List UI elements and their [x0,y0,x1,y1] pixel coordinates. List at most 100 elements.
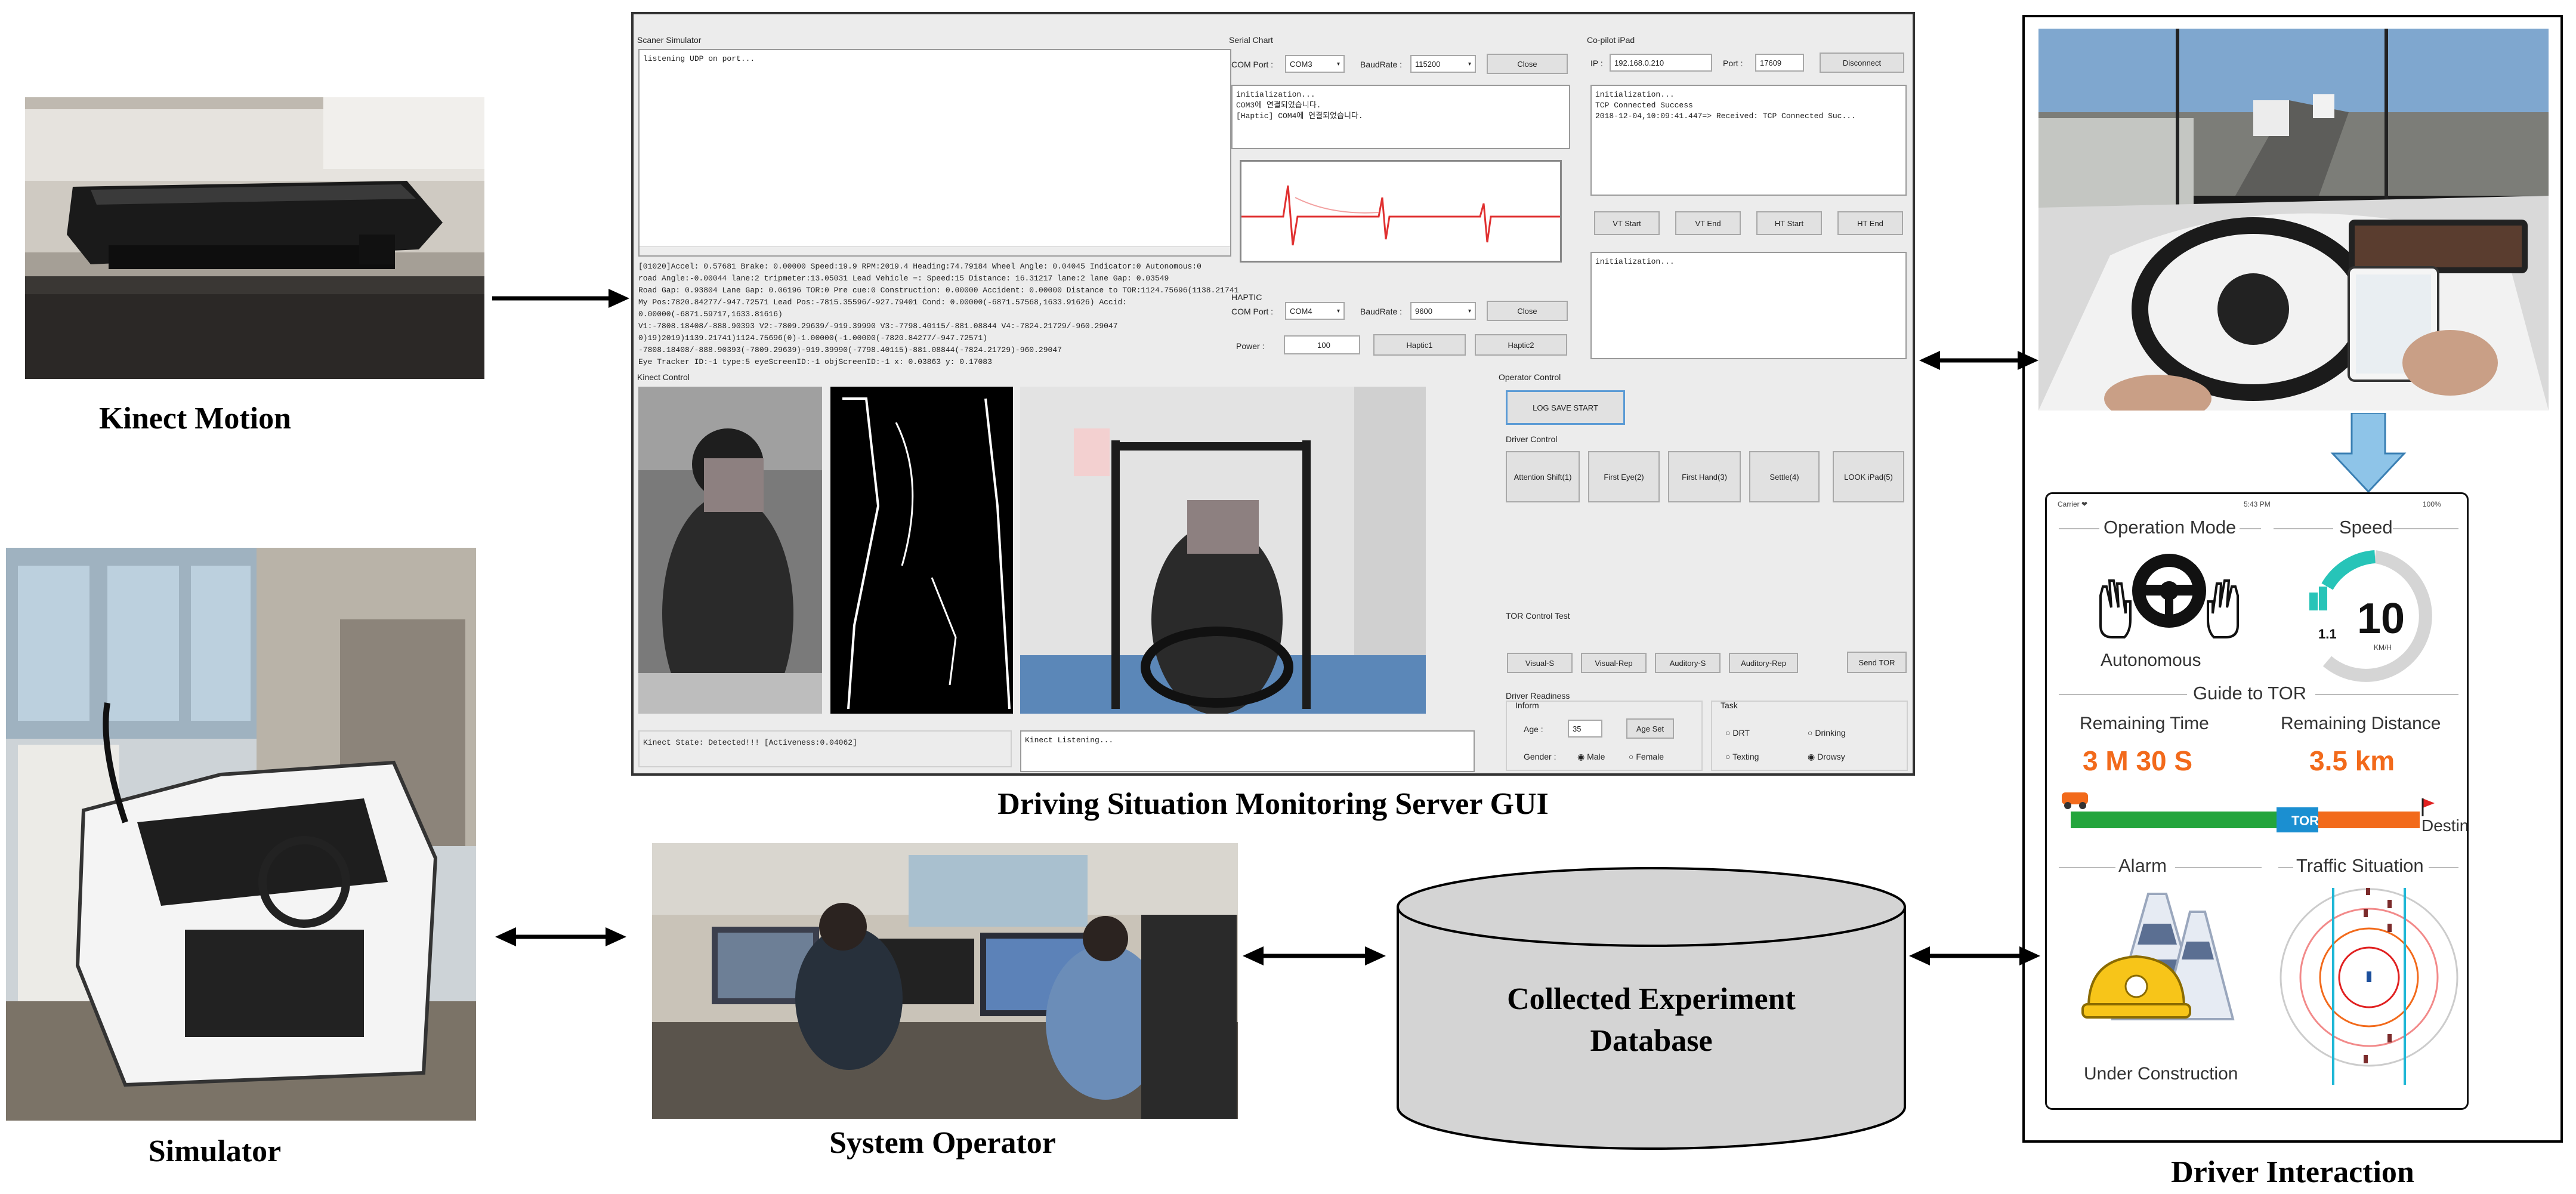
serial-baud-value: 115200 [1415,59,1441,69]
task-group [1711,701,1908,771]
destination-label: Destination [2421,816,2469,835]
serial-chart-plot [1240,160,1562,263]
scaner-status-line-3: Road Gap: 0.93804 Lane Gap: 0.06196 TOR:… [638,286,1239,295]
texting-radio[interactable]: ○ Texting [1725,752,1759,761]
scaner-log-box[interactable]: listening UDP on port... [638,49,1231,257]
serial-title: Serial Chart [1229,35,1273,45]
visual-rep-button[interactable]: Visual-Rep [1581,653,1647,673]
visual-s-button[interactable]: Visual-S [1507,653,1573,673]
haptic-power-input[interactable]: 100 [1284,335,1360,354]
serial-com-select[interactable]: COM3 ▾ [1285,55,1345,73]
radio-empty-icon: ○ [1808,728,1815,738]
haptic-com-select[interactable]: COM4▾ [1285,302,1345,320]
speed-title: Speed [2339,517,2393,538]
kinect-state-box: Kinect State: Detected!!! [Activeness:0.… [638,730,1012,767]
haptic-baud-select[interactable]: 9600▾ [1410,302,1476,320]
guide-title: Guide to TOR [2193,683,2307,704]
first-eye-button[interactable]: First Eye(2) [1588,451,1660,502]
driver-interaction-frame [2022,15,2563,1143]
serial-com-label: COM Port : [1231,60,1274,69]
haptic1-button[interactable]: Haptic1 [1373,334,1466,356]
copilot-log2-box[interactable]: initialization... [1590,252,1907,359]
chevron-down-icon: ▾ [1468,60,1471,67]
copilot-ip-input[interactable]: 192.168.0.210 [1610,54,1712,72]
serial-close-button[interactable]: Close [1487,54,1568,74]
copilot-log2-line: initialization... [1595,257,1675,266]
haptic-baud-value: 9600 [1415,306,1432,316]
auditory-rep-button[interactable]: Auditory-Rep [1729,653,1798,673]
scaner-status-line-1: [01020]Accel: 0.57681 Brake: 0.00000 Spe… [638,262,1201,271]
age-input[interactable]: 35 [1568,720,1602,738]
arrow-simulator-operator [495,927,626,946]
database-cylinder [1397,867,1906,1150]
kinect-listening-text: Kinect Listening... [1025,736,1114,745]
driver-caption: Driver Interaction [2171,1155,2414,1189]
driver-readiness-title: Driver Readiness [1506,691,1570,701]
status-left: Carrier ❤ [2058,500,2088,508]
age-set-button[interactable]: Age Set [1626,718,1674,739]
arrow-kinect-to-gui [492,289,629,308]
operator-photo [652,843,1238,1119]
first-hand-button[interactable]: First Hand(3) [1668,451,1741,502]
auditory-s-button[interactable]: Auditory-S [1655,653,1721,673]
haptic-baud-label: BaudRate : [1360,307,1403,316]
inform-label: Inform [1515,701,1539,710]
male-radio[interactable]: ◉ Male [1577,752,1605,762]
steering-wheel-icon [2099,554,2239,638]
copilot-log-box[interactable]: initialization... TCP Connected Success … [1590,85,1907,196]
autonomous-label: Autonomous [2101,650,2201,670]
serial-log-line-2: COM3에 연결되었습니다. [1236,101,1321,110]
kinect-listening-box[interactable]: Kinect Listening... [1020,730,1475,772]
speed-gauge-icon [2309,550,2432,682]
haptic-close-button[interactable]: Close [1487,301,1568,321]
serial-log-line-1: initialization... [1236,90,1315,99]
tor-progress-bar [2062,792,2435,832]
construction-icon [2081,893,2235,1020]
under-construction-label: Under Construction [2084,1064,2238,1084]
remaining-distance-label: Remaining Distance [2281,714,2441,733]
chevron-down-icon: ▾ [1336,60,1340,67]
settle-button[interactable]: Settle(4) [1749,451,1820,502]
ht-end-button[interactable]: HT End [1837,211,1903,235]
kinect-state-text: Kinect State: Detected!!! [Activeness:0.… [643,738,857,747]
drinking-radio[interactable]: ○ Drinking [1808,728,1846,738]
scaner-status-line-5: 0.00000(-6871.59717,1633.81616) [638,310,783,319]
drt-radio[interactable]: ○ DRT [1725,728,1750,738]
server-gui-window: Scaner Simulator listening UDP on port..… [631,12,1915,776]
gui-caption: Driving Situation Monitoring Server GUI [997,787,1549,821]
send-tor-button[interactable]: Send TOR [1847,652,1907,673]
operation-mode-title: Operation Mode [2104,517,2237,538]
ht-start-button[interactable]: HT Start [1756,211,1822,235]
down-arrow-icon [2330,413,2407,493]
scaner-scrollbar[interactable] [640,246,1230,255]
haptic2-button[interactable]: Haptic2 [1475,334,1567,356]
copilot-port-value: 17609 [1760,58,1782,67]
speed-unit: KM/H [2374,643,2392,652]
serial-log-box[interactable]: initialization... COM3에 연결되었습니다. [Haptic… [1231,85,1570,149]
male-label: Male [1587,752,1605,761]
vt-end-button[interactable]: VT End [1675,211,1741,235]
age-value: 35 [1573,724,1582,733]
tor-control-title: TOR Control Test [1506,611,1570,621]
copilot-disconnect-button[interactable]: Disconnect [1820,53,1904,73]
radio-checked-icon: ◉ [1577,752,1587,761]
drowsy-radio[interactable]: ◉ Drowsy [1808,752,1845,762]
serial-com-value: COM3 [1290,59,1312,69]
female-radio[interactable]: ○ Female [1629,752,1664,761]
scaner-status-line-2: road Angle:-0.00044 lane:2 tripmeter:13.… [638,274,1169,283]
database-label-line2: Database [1590,1024,1713,1058]
simulator-photo [6,548,476,1121]
copilot-port-input[interactable]: 17609 [1755,54,1804,72]
kinect-caption: Kinect Motion [98,402,292,436]
look-ipad-button[interactable]: LOOK iPad(5) [1833,451,1904,502]
scaner-status-line-7: 0)19)2019)1139.21741)1124.75696(0)-1.000… [638,334,988,343]
attention-shift-button[interactable]: Attention Shift(1) [1506,451,1580,502]
kinect-photo [25,97,484,379]
serial-baud-select[interactable]: 115200 ▾ [1410,55,1476,73]
simulator-caption: Simulator [148,1134,282,1168]
serial-baud-label: BaudRate : [1360,60,1403,69]
kinect-camera-depth [830,387,1013,714]
log-save-start-button[interactable]: LOG SAVE START [1506,390,1625,425]
vt-start-button[interactable]: VT Start [1594,211,1660,235]
copilot-ip-value: 192.168.0.210 [1614,58,1664,67]
